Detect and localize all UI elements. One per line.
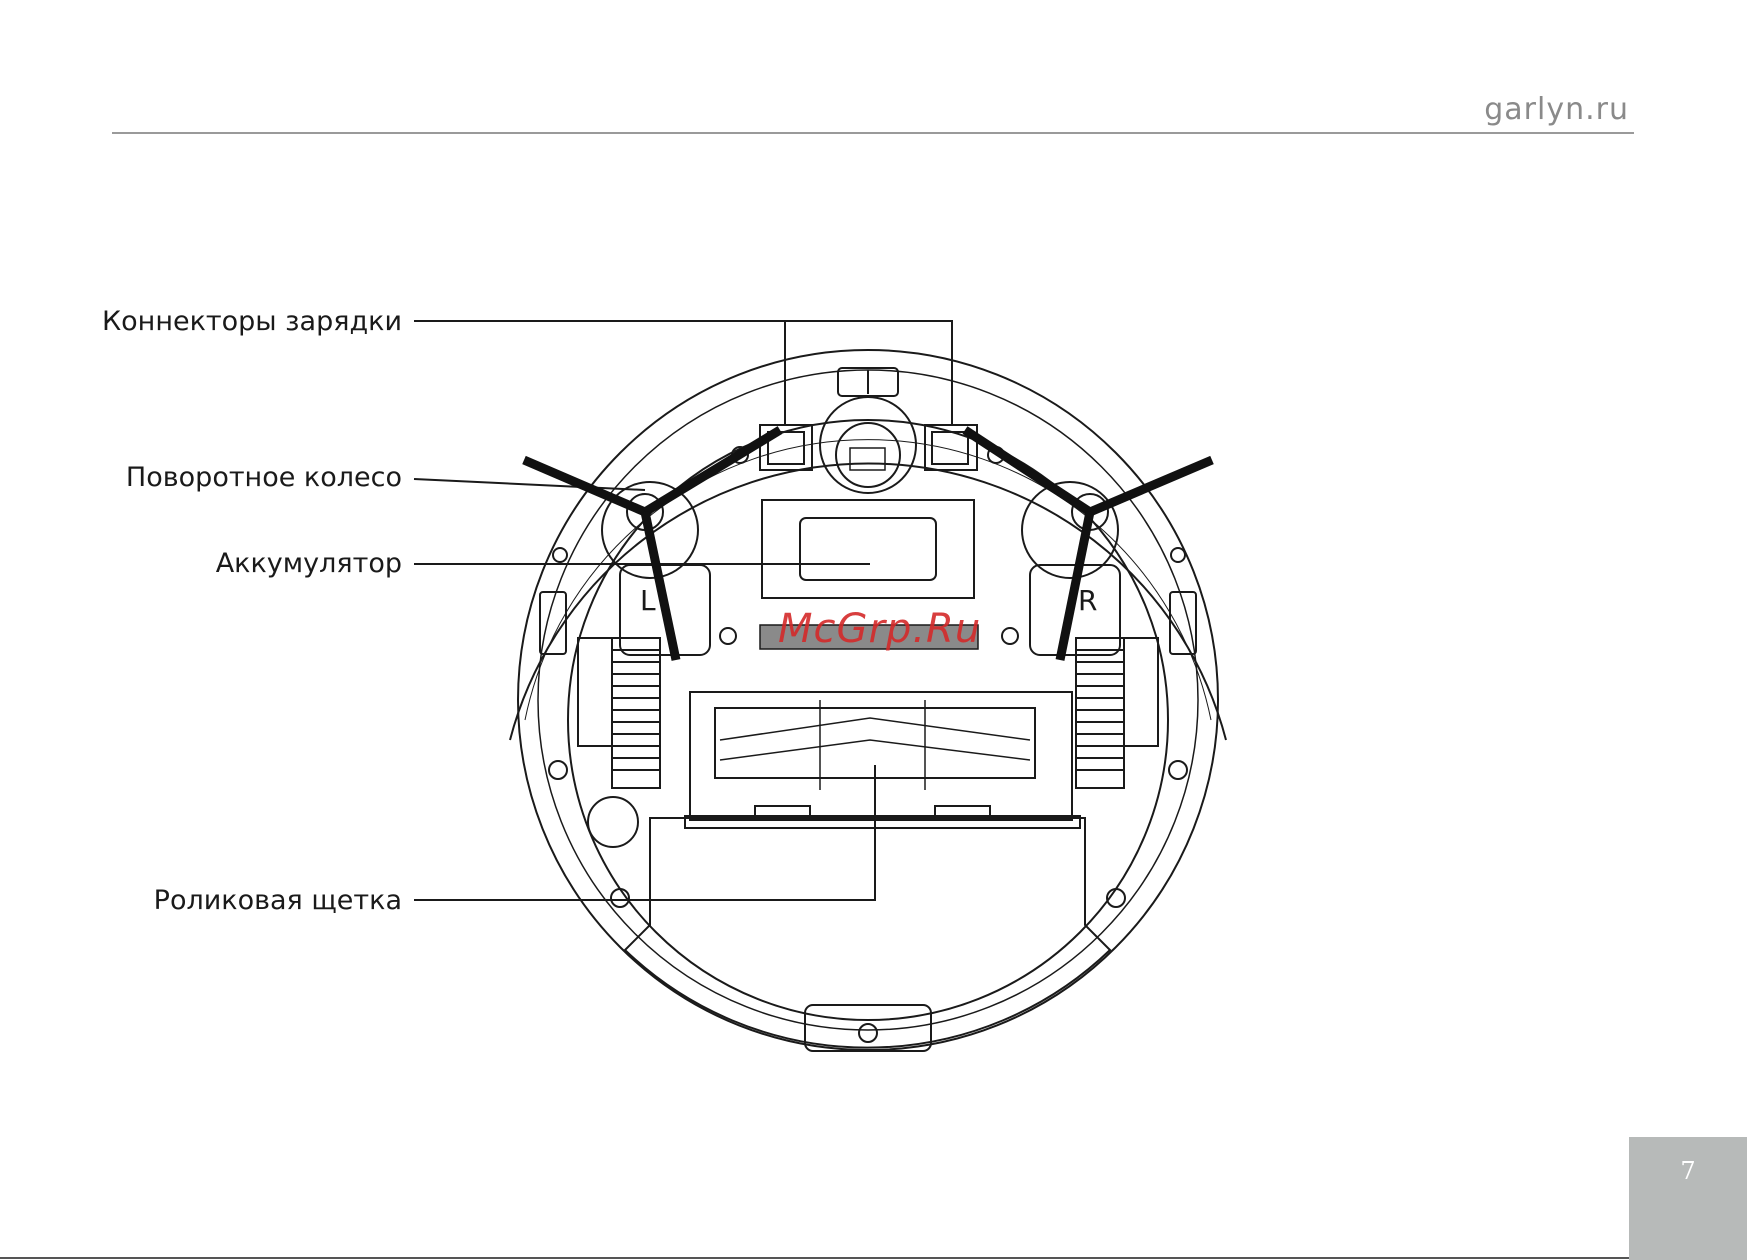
right-brush-arm-1 (1090, 460, 1212, 512)
right-mark: R (1078, 584, 1097, 617)
footer-rule (0, 1257, 1629, 1259)
right-drive-wheel (1076, 638, 1124, 788)
leader-roller (414, 765, 875, 900)
watermark: McGrp.Ru (778, 606, 981, 652)
leader-charging (414, 321, 952, 425)
leader-caster (414, 479, 645, 490)
left-drive-wheel (612, 638, 660, 788)
left-mark: L (640, 584, 656, 617)
label-charging-connectors: Коннекторы зарядки (102, 306, 402, 337)
page-number-box: 7 (1629, 1137, 1747, 1260)
dust-bin (625, 818, 1110, 1048)
label-battery: Аккумулятор (216, 548, 402, 579)
battery-cover (762, 500, 974, 598)
wheel-treads (612, 650, 1124, 770)
robot-outer-shell (518, 350, 1218, 1050)
label-roller-brush: Роликовая щетка (154, 885, 402, 916)
caster-wheel (820, 397, 916, 493)
label-caster-wheel: Поворотное колесо (126, 462, 402, 493)
page-number: 7 (1629, 1157, 1747, 1185)
robot-inner-ring (538, 370, 1198, 1030)
